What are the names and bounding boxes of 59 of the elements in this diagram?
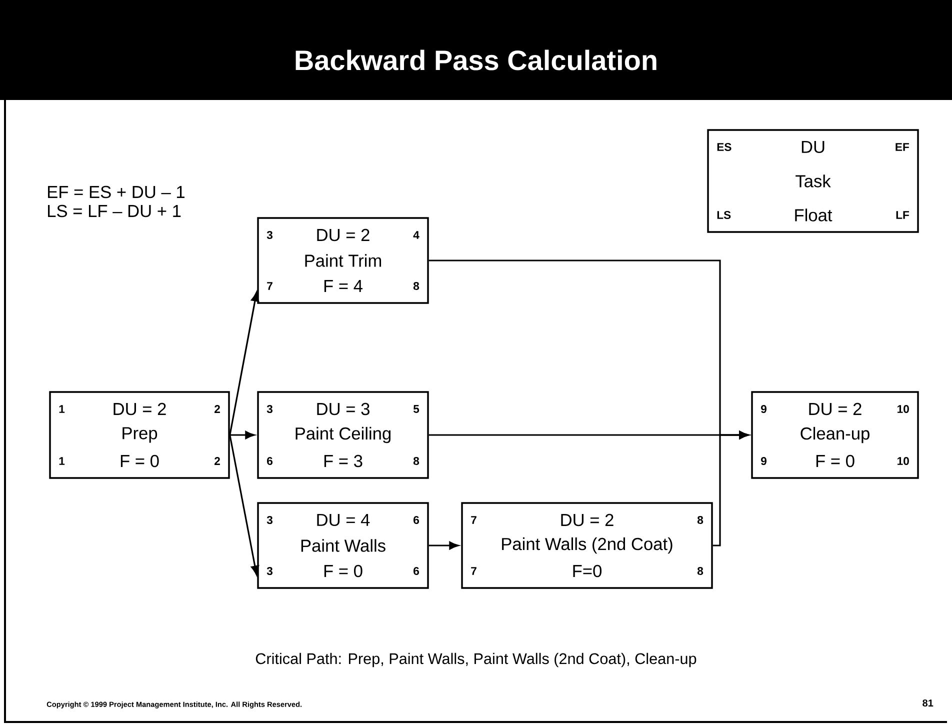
- task-name: Paint Walls (2nd Coat): [502, 537, 672, 554]
- arrow: [230, 430, 255, 440]
- corner-value: 10: [898, 405, 909, 413]
- corner-value: 6: [414, 567, 419, 576]
- task-name: Task: [796, 174, 831, 188]
- duration-text: DU = 2: [114, 402, 166, 416]
- duration-text: DU = 2: [561, 514, 614, 526]
- task-name: Prep: [122, 427, 158, 443]
- caption-text: Critical Path: Prep, Paint Walls, Paint Walls (2nd Coat), Clean-up: [256, 652, 696, 668]
- duration-text: DU = 2: [809, 402, 862, 416]
- corner-value: 3: [266, 516, 272, 524]
- corner-value: 7: [267, 282, 272, 290]
- task-name: Paint Ceiling: [296, 426, 391, 444]
- float-text: F = 0: [816, 454, 854, 468]
- slide-title: Backward Pass Calculation: [296, 50, 656, 70]
- corner-value: 8: [413, 457, 420, 465]
- float-text: Float: [795, 208, 832, 222]
- corner-value: 4: [413, 231, 420, 239]
- corner-value: 8: [697, 516, 704, 524]
- float-text: F=0: [573, 564, 602, 578]
- duration-text: DU = 2: [317, 228, 370, 242]
- corner-value: 1: [59, 405, 65, 413]
- corner-value: 10: [898, 457, 909, 465]
- float-text: F = 0: [324, 564, 362, 578]
- corner-value: LF: [896, 211, 909, 219]
- corner-value: 1: [59, 457, 65, 465]
- corner-value: 3: [266, 231, 272, 240]
- corner-value: 7: [471, 516, 476, 524]
- float-text: F = 3: [324, 454, 362, 468]
- corner-value: 8: [413, 282, 420, 290]
- corner-value: 3: [266, 567, 272, 576]
- corner-value: 6: [414, 516, 419, 524]
- corner-value: 9: [761, 457, 766, 465]
- corner-value: 7: [471, 567, 476, 575]
- float-text: F = 0: [120, 454, 159, 468]
- corner-value: 8: [697, 567, 704, 576]
- duration-text: DU = 4: [317, 514, 370, 526]
- float-text: F = 4: [324, 280, 362, 292]
- corner-value: EF: [896, 143, 909, 151]
- duration-text: DU = 3: [317, 402, 370, 416]
- arrow: [428, 541, 459, 550]
- task-name: Paint Walls: [301, 539, 386, 552]
- task-name: Clean-up: [800, 426, 870, 444]
- duration-text: DU: [802, 140, 824, 154]
- arrow: [229, 292, 260, 436]
- task-name: Paint Trim: [305, 254, 382, 267]
- formula-text: EF = ES + DU – 1: [48, 186, 184, 198]
- corner-value: 3: [266, 405, 272, 414]
- page-number: 81: [922, 699, 934, 707]
- corner-value: 2: [214, 457, 220, 465]
- corner-value: 5: [413, 405, 420, 413]
- corner-value: LS: [717, 211, 731, 219]
- arrow: [712, 430, 749, 546]
- formula-text: LS = LF – DU + 1: [48, 204, 181, 218]
- corner-value: 6: [267, 457, 272, 465]
- arrow: [229, 434, 260, 576]
- corner-value: 2: [214, 405, 220, 413]
- corner-value: ES: [717, 143, 732, 151]
- corner-value: 9: [761, 405, 766, 413]
